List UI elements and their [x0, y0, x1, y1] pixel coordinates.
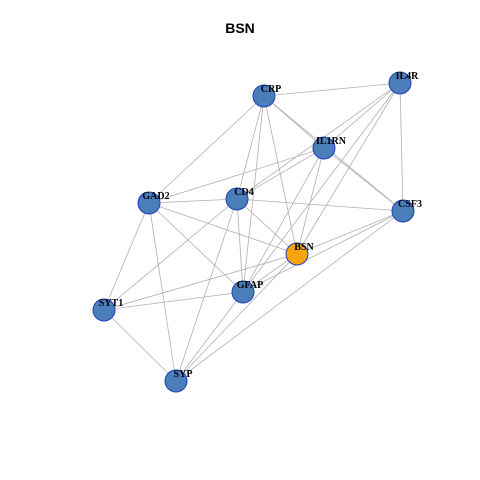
- node-gfap[interactable]: [231, 280, 255, 304]
- node-label-syt1: SYT1: [99, 298, 123, 309]
- edge-cd4-csf3: [236, 198, 404, 212]
- node-syp[interactable]: [164, 369, 188, 393]
- edge-csf3-bsn: [296, 210, 404, 255]
- node-label-cd4: CD4: [234, 187, 253, 198]
- edge-il4r-il1rn: [323, 82, 401, 149]
- edge-gfap-syt1: [103, 291, 244, 311]
- node-il4r[interactable]: [388, 71, 412, 95]
- edge-csf3-syp: [175, 210, 404, 382]
- node-label-gad2: GAD2: [142, 191, 169, 202]
- node-label-gfap: GFAP: [237, 280, 263, 291]
- edge-layer: [103, 82, 404, 382]
- edge-crp-gfap: [242, 95, 265, 293]
- edge-il4r-gfap: [242, 82, 401, 293]
- node-syt1[interactable]: [92, 298, 116, 322]
- edge-cd4-syt1: [103, 198, 238, 311]
- node-label-crp: CRP: [261, 84, 282, 95]
- node-label-csf3: CSF3: [398, 199, 422, 210]
- node-label-syp: SYP: [174, 369, 193, 380]
- node-layer: [92, 71, 415, 393]
- edge-il1rn-gfap: [242, 147, 325, 293]
- graph-title: BSN: [225, 20, 255, 36]
- node-label-il1rn: IL1RN: [316, 136, 347, 147]
- edge-gad2-cd4: [148, 198, 238, 204]
- edge-il4r-csf3: [399, 82, 404, 212]
- edge-gad2-syp: [148, 202, 177, 382]
- edge-il1rn-bsn: [296, 147, 325, 255]
- edge-gad2-bsn: [148, 202, 298, 255]
- edge-syt1-syp: [103, 309, 177, 382]
- node-cd4[interactable]: [225, 187, 249, 211]
- node-csf3[interactable]: [391, 199, 415, 223]
- edge-bsn-syt1: [103, 253, 298, 311]
- edge-il4r-bsn: [296, 82, 401, 255]
- edge-crp-gad2: [148, 95, 265, 204]
- edge-bsn-syp: [175, 253, 298, 382]
- edge-cd4-syp: [175, 198, 238, 382]
- edge-csf3-gfap: [242, 210, 404, 293]
- edge-il1rn-gad2: [148, 147, 325, 204]
- edge-gad2-gfap: [148, 202, 244, 293]
- edge-crp-cd4: [236, 95, 265, 200]
- node-label-il4r: IL4R: [396, 71, 420, 82]
- edge-crp-il4r: [263, 82, 401, 97]
- edge-gad2-syt1: [103, 202, 150, 311]
- edge-cd4-gfap: [236, 198, 244, 293]
- edge-il1rn-cd4: [236, 147, 325, 200]
- node-label-bsn: BSN: [294, 242, 314, 253]
- edge-gfap-syp: [175, 291, 244, 382]
- node-il1rn[interactable]: [312, 136, 336, 160]
- node-bsn[interactable]: [285, 242, 309, 266]
- edge-il1rn-csf3: [323, 147, 404, 212]
- edge-cd4-bsn: [236, 198, 298, 255]
- node-crp[interactable]: [252, 84, 276, 108]
- node-gad2[interactable]: [137, 191, 161, 215]
